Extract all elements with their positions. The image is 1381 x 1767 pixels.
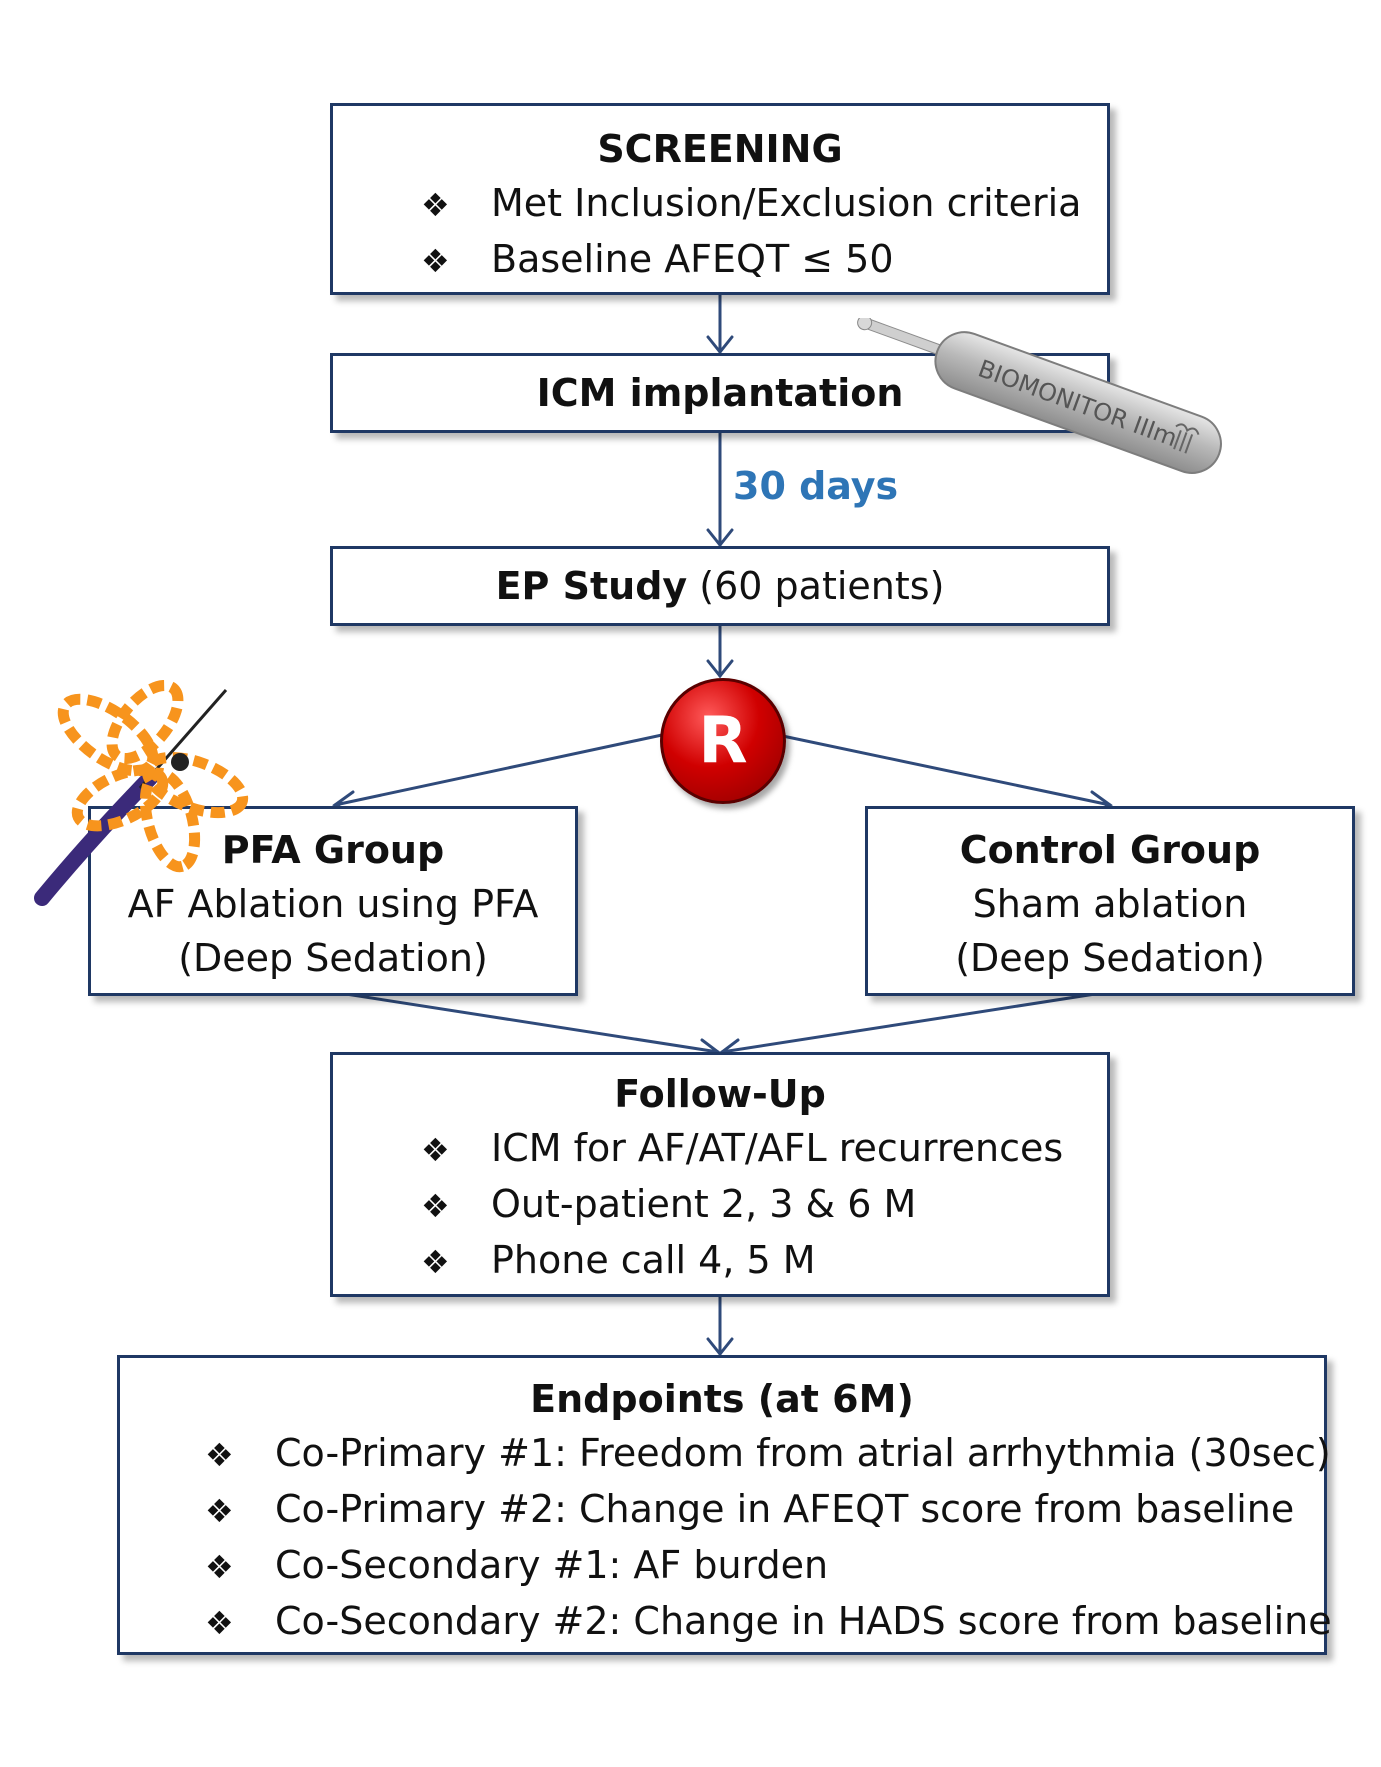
bullet-icon: ❖ (421, 1131, 450, 1169)
arrow-control-to-followup (720, 990, 1110, 1054)
list-item: ❖ Out-patient 2, 3 & 6 M (421, 1177, 1107, 1233)
ep-study-box: EP Study (60 patients) (330, 546, 1110, 626)
endpoints-title: Endpoints (at 6M) (530, 1377, 914, 1421)
list-item-text: Phone call 4, 5 M (491, 1238, 816, 1282)
arrow-r-to-control (776, 733, 1112, 807)
pfa-group-box: PFA Group AF Ablation using PFA (Deep Se… (88, 806, 578, 996)
interval-label: 30 days (733, 464, 899, 508)
randomization-icon: R (660, 678, 786, 804)
biomonitor-device-image: BIOMONITOR IIIm (857, 318, 1222, 474)
follow-up-list: ❖ ICM for AF/AT/AFL recurrences ❖ Out-pati… (333, 1121, 1107, 1289)
control-group-line: Sham ablation (972, 882, 1248, 926)
bullet-icon: ❖ (421, 186, 450, 224)
screening-title: SCREENING (597, 127, 843, 171)
device-logo-icon (1173, 423, 1200, 454)
screening-box: SCREENING ❖ Met Inclusion/Exclusion crite… (330, 103, 1110, 295)
ep-study-title-bold: EP Study (495, 564, 688, 608)
bullet-icon: ❖ (421, 242, 450, 280)
pfa-group-line: AF Ablation using PFA (127, 882, 539, 926)
list-item: ❖ Co-Primary #2: Change in AFEQT score fr… (205, 1482, 1324, 1538)
control-group-line: (Deep Sedation) (955, 936, 1265, 980)
list-item: ❖ Phone call 4, 5 M (421, 1233, 1107, 1289)
bullet-icon: ❖ (421, 1243, 450, 1281)
bullet-icon: ❖ (205, 1436, 234, 1474)
list-item-text: Co-Primary #2: Change in AFEQT score fro… (275, 1487, 1295, 1531)
list-item: ❖ Co-Secondary #2: Change in HADS score f… (205, 1594, 1332, 1650)
list-item-text: Met Inclusion/Exclusion criteria (491, 181, 1082, 225)
control-group-box: Control Group Sham ablation (Deep Sedati… (865, 806, 1355, 996)
follow-up-box: Follow-Up ❖ ICM for AF/AT/AFL recurrences… (330, 1052, 1110, 1297)
list-item: ❖ ICM for AF/AT/AFL recurrences (421, 1121, 1107, 1177)
icm-title: ICM implantation (536, 371, 904, 415)
list-item-text: Co-Secondary #2: Change in HADS score fr… (275, 1599, 1332, 1643)
bullet-icon: ❖ (421, 1187, 450, 1225)
follow-up-title: Follow-Up (614, 1072, 826, 1116)
list-item-text: Baseline AFEQT ≤ 50 (491, 237, 894, 281)
list-item-text: Co-Secondary #1: AF burden (275, 1543, 829, 1587)
list-item-text: Out-patient 2, 3 & 6 M (491, 1182, 917, 1226)
endpoints-box: Endpoints (at 6M) ❖ Co-Primary #1: Freedo… (117, 1355, 1332, 1655)
list-item-text: Co-Primary #1: Freedom from atrial arrhy… (275, 1431, 1331, 1475)
bullet-icon: ❖ (205, 1548, 234, 1586)
ep-study-title: EP Study (60 patients) (333, 549, 1107, 623)
pfa-group-title: PFA Group (221, 828, 445, 872)
list-item: ❖ Co-Secondary #1: AF burden (205, 1538, 1324, 1594)
ep-study-title-rest: (60 patients) (699, 564, 945, 608)
bullet-icon: ❖ (205, 1604, 234, 1642)
list-item: ❖ Co-Primary #1: Freedom from atrial arrh… (205, 1426, 1331, 1482)
endpoints-list: ❖ Co-Primary #1: Freedom from atrial arrh… (120, 1426, 1332, 1650)
list-item: ❖ Met Inclusion/Exclusion criteria (421, 176, 1107, 232)
pfa-group-line: (Deep Sedation) (178, 936, 488, 980)
list-item-text: ICM for AF/AT/AFL recurrences (491, 1126, 1064, 1170)
pfa-catheter-image (34, 680, 249, 906)
arrow-pfa-to-followup (331, 990, 720, 1054)
arrow-r-to-pfa (333, 733, 664, 807)
screening-list: ❖ Met Inclusion/Exclusion criteria ❖ Basel… (333, 176, 1107, 288)
bullet-icon: ❖ (205, 1492, 234, 1530)
control-group-title: Control Group (959, 828, 1261, 872)
list-item: ❖ Baseline AFEQT ≤ 50 (421, 232, 1107, 288)
